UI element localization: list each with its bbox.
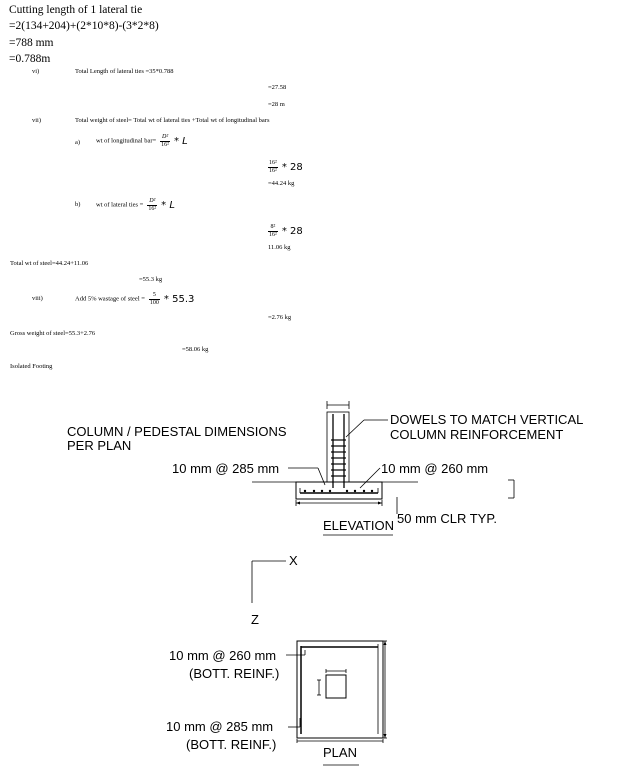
fraction-numerator: 16² (268, 159, 278, 168)
fraction-numerator: 5 (148, 292, 160, 300)
step-vi-number: vi) (32, 68, 40, 75)
fraction-denominator: 16² (269, 231, 277, 238)
plan-bottom-bar-note: (BOTT. REINF.) (186, 737, 277, 752)
step-viii-text: Add 5% wastage of steel = (75, 295, 145, 303)
total-steel-result: =55.3 kg (139, 276, 163, 283)
step-vi-result-1: =27.58 (268, 84, 287, 91)
plan-top-bar-spacing: 10 mm @ 260 mm (169, 648, 277, 663)
dowels-label-2: COLUMN REINFORCEMENT (390, 427, 564, 442)
fraction-denominator: 100 (149, 299, 159, 306)
step-b-tail: * L (161, 199, 175, 211)
x-axis-label: X (289, 553, 298, 568)
fraction-denominator: 16² (161, 141, 169, 148)
step-a-tail: * L (173, 135, 188, 147)
step-a-number: a) (75, 139, 81, 146)
tie-length-mm: =788 mm (9, 37, 54, 49)
tie-length-m: =0.788m (9, 53, 51, 65)
fraction-numerator: 8² (268, 224, 278, 232)
step-a-result-tail: * 28 (281, 161, 303, 173)
step-a-result: =44.24 kg (268, 180, 295, 187)
z-axis-label: Z (251, 612, 259, 627)
dimension-arrows (296, 501, 387, 738)
plan-column-outline (325, 674, 347, 699)
fraction-denominator: 16² (148, 205, 157, 212)
left-bar-spacing: 10 mm @ 285 mm (172, 461, 280, 476)
plan-bottom-bar-spacing: 10 mm @ 285 mm (166, 719, 274, 734)
right-bar-spacing: 10 mm @ 260 mm (381, 461, 489, 476)
step-vi-text: Total Length of lateral ties =35*0.788 (75, 68, 174, 75)
step-b-result: 11.06 kg (268, 244, 291, 251)
step-vii-text: Total weight of steel= Total wt of later… (75, 117, 270, 124)
footing-title: Isolated Footing (10, 363, 53, 370)
step-b-number: b) (75, 201, 81, 208)
footing-outline (295, 481, 383, 500)
plan-title: PLAN (323, 745, 357, 760)
column-dimensions-label-2: PER PLAN (67, 438, 132, 453)
step-b-text: wt of lateral ties = (96, 201, 144, 209)
elevation-title: ELEVATION (323, 518, 395, 533)
step-b-result-tail: * 28 (281, 225, 303, 237)
step-viii-number: viii) (32, 295, 43, 302)
plan-footing-outline (296, 640, 384, 739)
fraction-denominator: 16² (269, 167, 277, 174)
gross-steel-result: =58.06 kg (182, 346, 209, 353)
step-vii-number: vii) (32, 117, 42, 124)
step-viii-tail: * 55.3 (163, 293, 195, 305)
tie-length-formula: =2(134+204)+(2*10*8)-(3*2*8) (9, 20, 159, 32)
cover-note: 50 mm CLR TYP. (397, 511, 497, 526)
dowels-label-1: DOWELS TO MATCH VERTICAL (390, 412, 584, 427)
tie-length-heading: Cutting length of 1 lateral tie (9, 4, 143, 16)
fraction-numerator: D² (160, 133, 170, 142)
fraction-numerator: D² (147, 197, 158, 206)
gross-steel-formula: Gross weight of steel=55.3+2.76 (10, 330, 96, 337)
column-dimensions-label-1: COLUMN / PEDESTAL DIMENSIONS (67, 424, 287, 439)
total-steel-formula: Total wt of steel=44.24+11.06 (10, 260, 89, 267)
right-bar-leader (359, 467, 381, 489)
step-vi-result-2: =28 m (268, 101, 285, 108)
plan-top-bar-note: (BOTT. REINF.) (189, 666, 280, 681)
footing-rebar-dots (303, 489, 374, 493)
step-viii-result: =2.76 kg (268, 314, 292, 321)
column-outline (326, 411, 350, 483)
column-ties (331, 439, 346, 477)
step-a-text: wt of longitudinal bar= (96, 137, 157, 145)
